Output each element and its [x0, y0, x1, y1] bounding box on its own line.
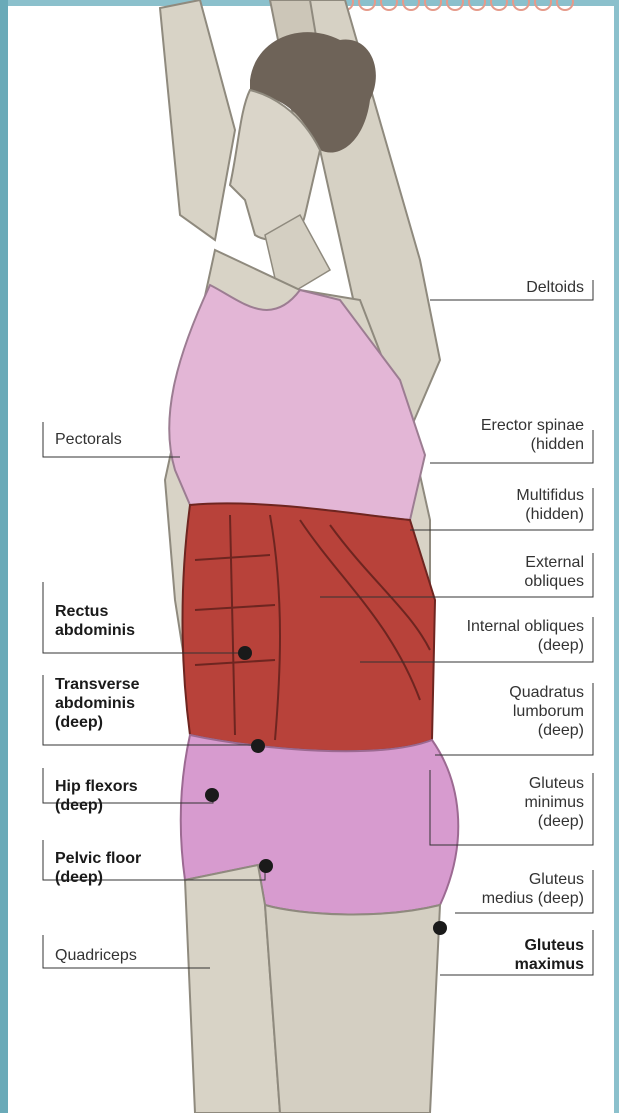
label-external-obliques: External obliques — [524, 553, 584, 591]
label-transverse-abdominis: Transverse abdominis (deep) — [55, 675, 140, 732]
label-internal-obliques: Internal obliques (deep) — [467, 617, 584, 655]
right-thigh — [265, 905, 440, 1113]
label-rectus-abdominis: Rectus abdominis — [55, 602, 135, 640]
gluteus-maximus-dot — [433, 921, 447, 935]
pelvic-floor-dot — [259, 859, 273, 873]
label-quadriceps: Quadriceps — [55, 946, 137, 965]
label-pectorals: Pectorals — [55, 430, 122, 449]
label-erector-spinae: Erector spinae (hidden — [481, 416, 584, 454]
left-arm — [160, 0, 235, 240]
abdominal-muscles — [183, 503, 436, 751]
label-gluteus-maximus: Gluteus maximus — [515, 936, 584, 974]
transverse-abdominis-dot — [251, 739, 265, 753]
hip-flexors-dot — [205, 788, 219, 802]
label-multifidus: Multifidus (hidden) — [516, 486, 584, 524]
label-gluteus-minimus: Gluteus minimus (deep) — [524, 774, 584, 831]
label-hip-flexors: Hip flexors (deep) — [55, 777, 138, 815]
header-circles-ornament — [337, 0, 573, 10]
label-deltoids: Deltoids — [526, 278, 584, 297]
label-pelvic-floor: Pelvic floor (deep) — [55, 849, 141, 887]
label-gluteus-medius: Gluteus medius (deep) — [482, 870, 584, 908]
rectus-abdominis-dot — [238, 646, 252, 660]
label-quadratus-lumborum: Quadratus lumborum (deep) — [509, 683, 584, 740]
